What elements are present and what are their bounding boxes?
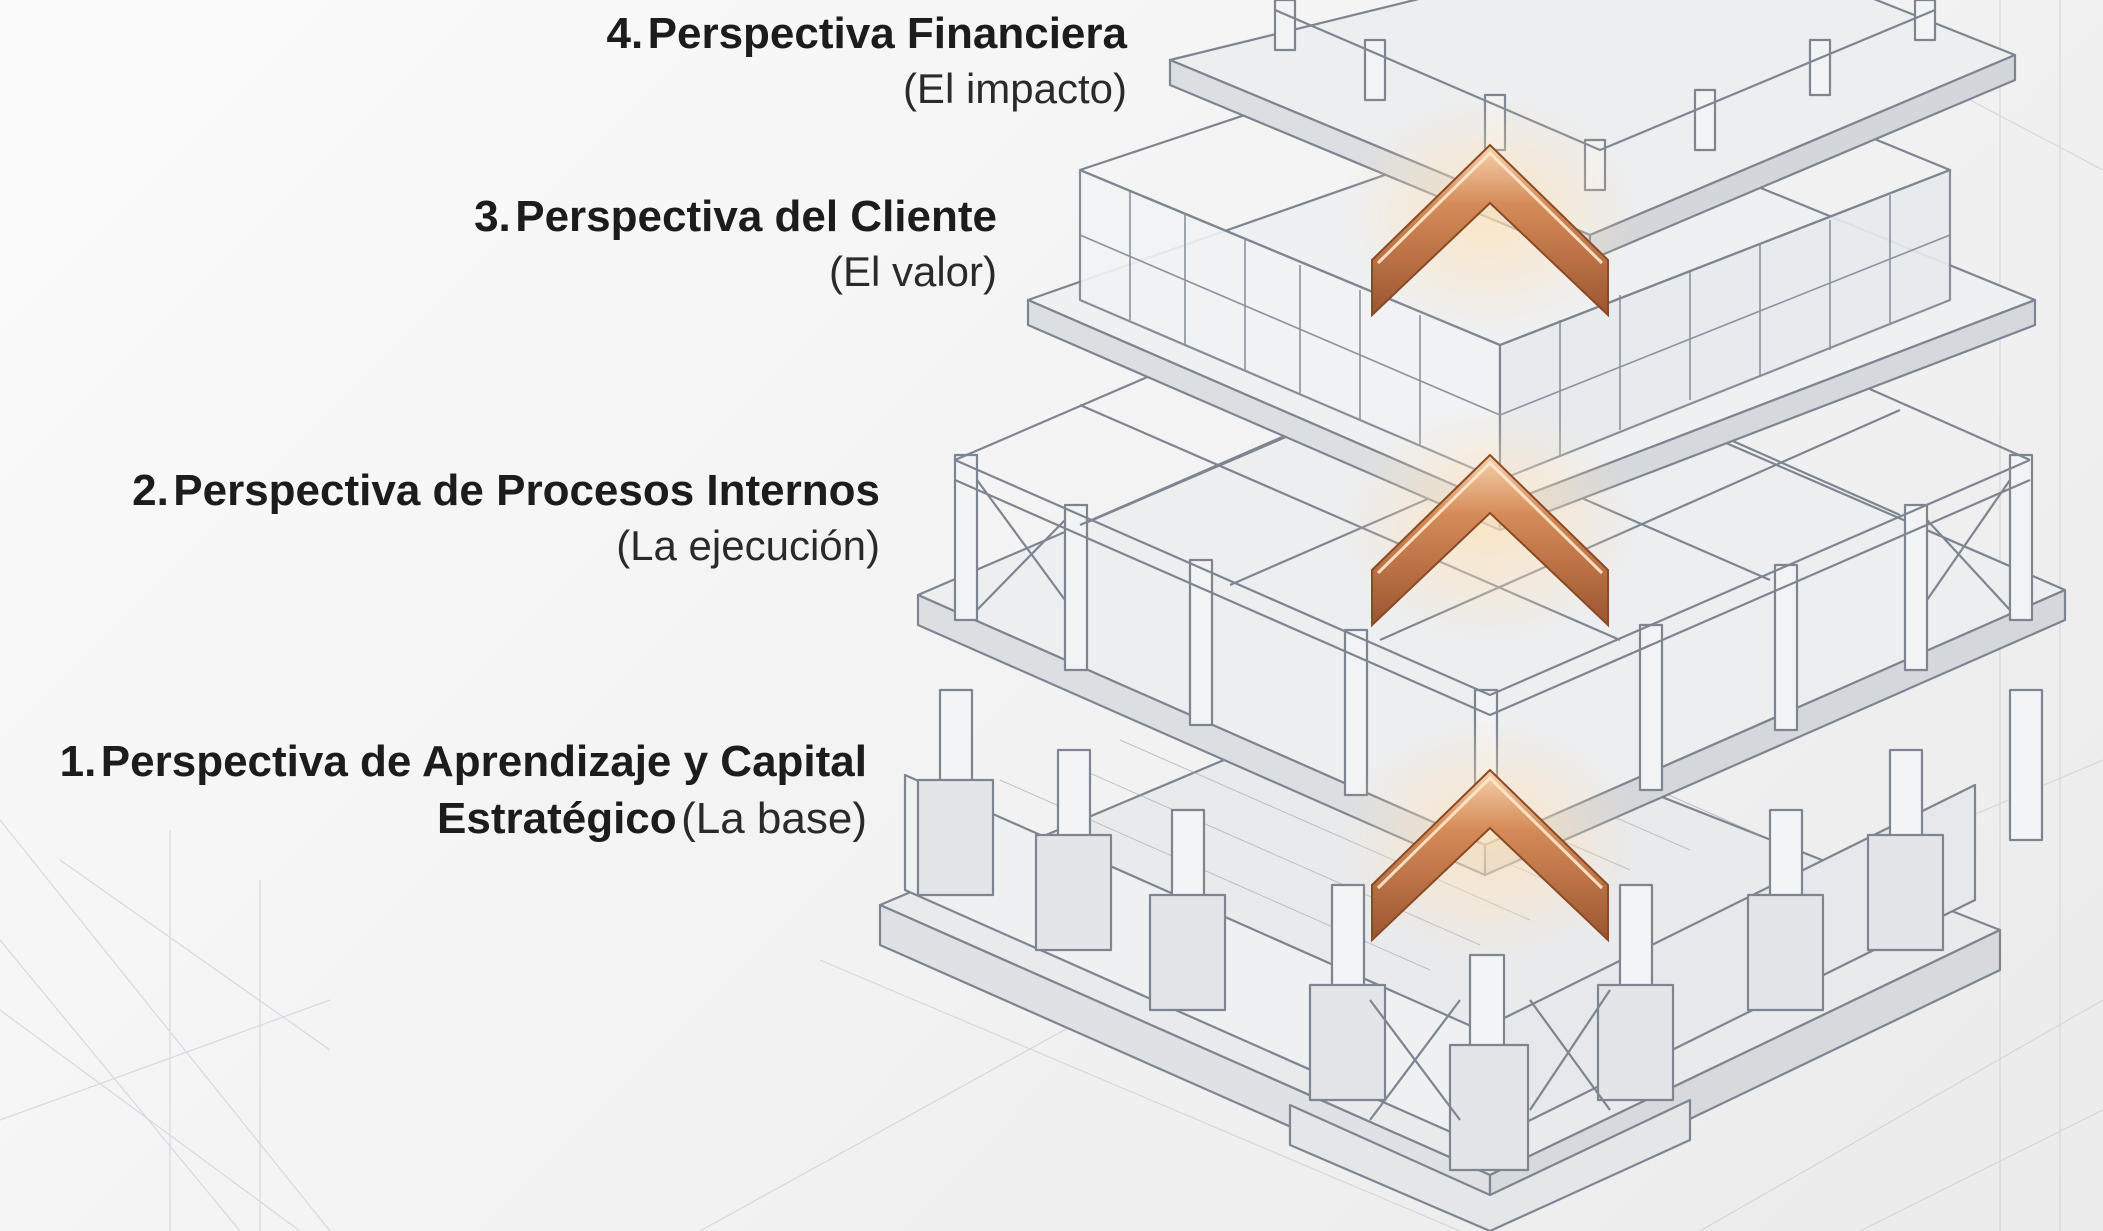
level-2-name: Perspectiva de Procesos Internos bbox=[173, 466, 880, 515]
level-4-name: Perspectiva Financiera bbox=[647, 9, 1127, 58]
level-3-title: 3. Perspectiva del Cliente bbox=[474, 188, 997, 245]
level-1-subtitle: (La base) bbox=[681, 794, 867, 844]
level-1-name-line1: Perspectiva de Aprendizaje y Capital bbox=[100, 737, 867, 786]
arrow-up-chevron-icon bbox=[1340, 95, 1640, 335]
level-1-name-line2: Estratégico bbox=[437, 794, 677, 844]
level-3-label: 3. Perspectiva del Cliente (El valor) bbox=[474, 188, 997, 300]
arrow-up-chevron-icon bbox=[1340, 405, 1640, 645]
level-4-label: 4. Perspectiva Financiera (El impacto) bbox=[606, 5, 1127, 117]
level-2-label: 2. Perspectiva de Procesos Internos (La … bbox=[132, 462, 880, 574]
level-2-number: 2. bbox=[132, 466, 169, 515]
level-4-subtitle: (El impacto) bbox=[902, 65, 1127, 113]
level-2-title: 2. Perspectiva de Procesos Internos bbox=[132, 462, 880, 519]
level-3-glazed bbox=[1026, 8, 2037, 532]
level-4-number: 4. bbox=[606, 9, 644, 58]
level-3-name: Perspectiva del Cliente bbox=[515, 192, 997, 241]
level-1-title-line1: 1. Perspectiva de Aprendizaje y Capital bbox=[60, 733, 867, 790]
level-1-number: 1. bbox=[59, 737, 97, 786]
level-3-number: 3. bbox=[474, 192, 511, 241]
level-1-title-line2: Estratégico (La base) bbox=[60, 790, 867, 847]
level-4-title: 4. Perspectiva Financiera bbox=[606, 5, 1127, 62]
level-1-label: 1. Perspectiva de Aprendizaje y Capital … bbox=[60, 733, 867, 847]
arrow-up-chevron-icon bbox=[1340, 720, 1640, 960]
level-2-subtitle: (La ejecución) bbox=[616, 522, 880, 570]
level-3-subtitle: (El valor) bbox=[828, 248, 997, 296]
progress-arrows bbox=[1340, 95, 1640, 960]
